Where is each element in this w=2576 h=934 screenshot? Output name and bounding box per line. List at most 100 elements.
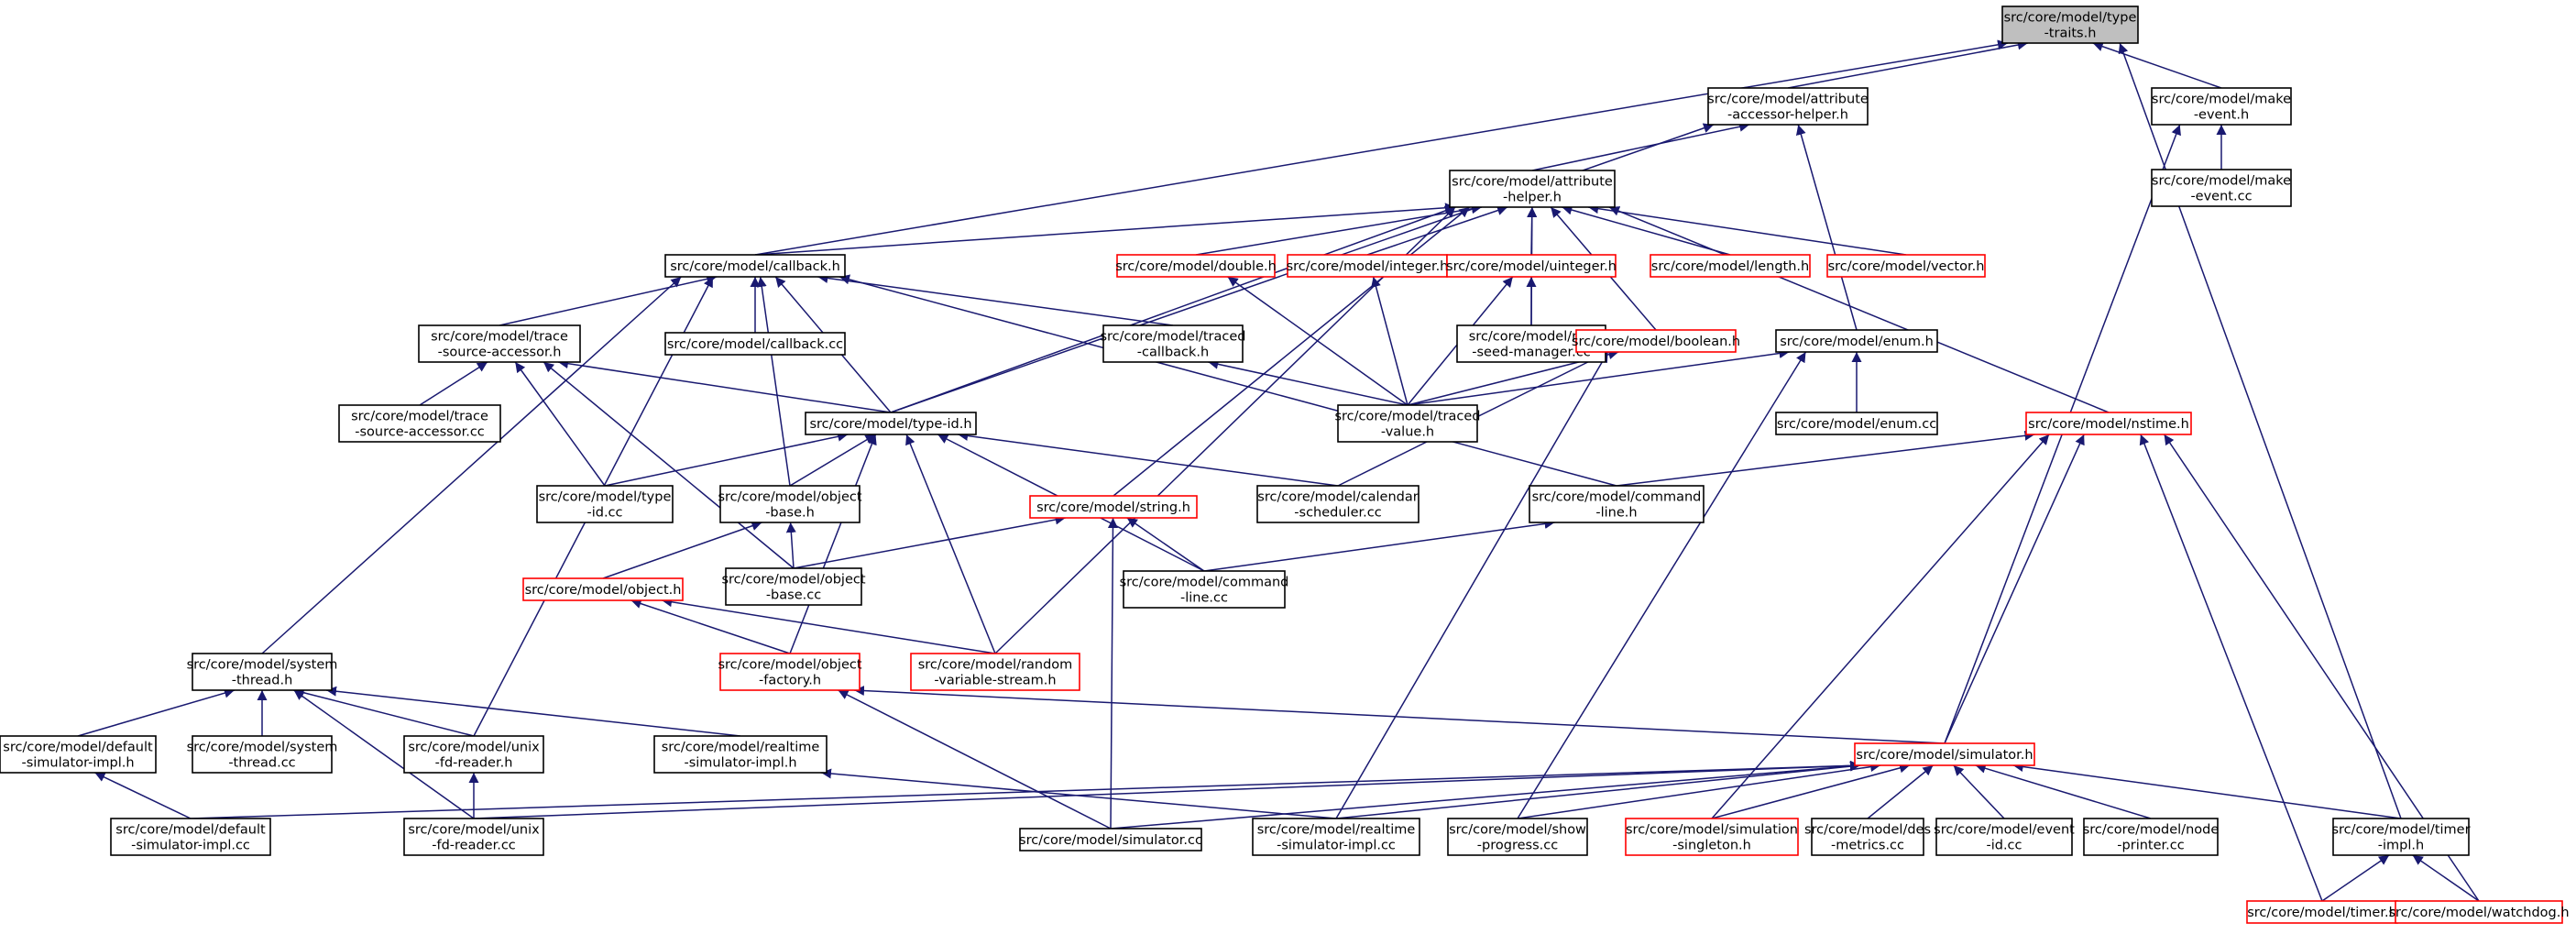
node-label: src/core/model/string.h	[1036, 500, 1190, 515]
edge-integer_h-to-attr_helper	[1366, 205, 1508, 256]
node-label: src/core/model/random	[918, 658, 1073, 673]
node-box	[2083, 818, 2219, 856]
node-label: src/core/model/system	[187, 658, 338, 673]
node-object-h[interactable]: src/core/model/object.h	[522, 577, 684, 601]
node-vector-h[interactable]: src/core/model/vector.h	[1826, 254, 1986, 278]
node-label: -id.cc	[586, 506, 622, 521]
node-make-event-cc[interactable]: src/core/model/make-event.cc	[2151, 169, 2292, 207]
node-label: src/core/model/rng	[1469, 330, 1594, 345]
edge-show_progress_cc-to-enum_h	[1517, 351, 1807, 819]
node-unix-fd-cc[interactable]: src/core/model/unix-fd-reader.cc	[403, 818, 544, 856]
node-label: src/core/model/unix	[408, 823, 540, 838]
node-label: src/core/model/type-id.h	[809, 417, 971, 432]
edge-realtime_impl_cc-to-boolean_h	[1335, 351, 1609, 819]
node-label: src/core/model/boolean.h	[1572, 335, 1740, 349]
node-make-event-h[interactable]: src/core/model/make-event.h	[2151, 87, 2292, 126]
node-box	[1650, 254, 1811, 278]
node-object-base-h[interactable]: src/core/model/object-base.h	[718, 485, 862, 523]
node-box	[2001, 5, 2139, 44]
node-trace-src-acc-h[interactable]: src/core/model/trace-source-accessor.h	[418, 324, 581, 363]
node-type-id-h[interactable]: src/core/model/type-id.h	[805, 412, 977, 435]
edge-simulator_h-to-object_factory_h	[853, 686, 1946, 744]
node-trace-src-acc-cc[interactable]: src/core/model/trace-source-accessor.cc	[338, 404, 501, 443]
node-sim-singleton-h[interactable]: src/core/model/simulation-singleton.h	[1625, 818, 1799, 856]
node-label: -source-accessor.cc	[355, 425, 485, 440]
node-label: src/core/model/make	[2152, 93, 2291, 107]
node-boolean-h[interactable]: src/core/model/boolean.h	[1572, 329, 1740, 353]
node-box	[1811, 818, 1924, 856]
node-box	[0, 735, 157, 774]
node-unix-fd-h[interactable]: src/core/model/unix-fd-reader.h	[403, 735, 544, 774]
nodes-layer: src/core/model/type-traits.hsrc/core/mod…	[0, 5, 2570, 924]
node-box	[1256, 485, 1420, 523]
node-watchdog-h[interactable]: src/core/model/watchdog.h	[2388, 900, 2570, 924]
node-system-thread-h[interactable]: src/core/model/system-thread.h	[187, 653, 338, 691]
node-box	[1935, 818, 2073, 856]
node-label: src/core/model/callback.h	[670, 259, 840, 274]
node-box	[719, 485, 860, 523]
node-label: -fd-reader.cc	[432, 839, 516, 853]
edge-type_id_cc-to-trace_src_acc_h	[514, 361, 606, 487]
edge-object_base_cc-to-string_h	[793, 514, 1066, 569]
node-show-progress-cc[interactable]: src/core/model/show-progress.cc	[1447, 818, 1588, 856]
node-box	[338, 404, 501, 443]
node-node-printer-cc[interactable]: src/core/model/node-printer.cc	[2083, 818, 2220, 856]
node-type-traits[interactable]: src/core/model/type-traits.h	[2001, 5, 2139, 44]
node-callback-h[interactable]: src/core/model/callback.h	[664, 254, 846, 278]
edge-object_base_h-to-callback_h	[756, 276, 791, 487]
node-callback-cc[interactable]: src/core/model/callback.cc	[664, 332, 846, 356]
node-box	[1019, 828, 1202, 852]
node-type-id-cc[interactable]: src/core/model/type-id.cc	[536, 485, 674, 523]
node-box	[2332, 818, 2470, 856]
node-box	[1707, 87, 1869, 126]
node-calendar-cc[interactable]: src/core/model/calendar-scheduler.cc	[1256, 485, 1420, 523]
edge-cmd_line_cc-to-string_h	[1126, 517, 1205, 572]
node-des-metrics-cc[interactable]: src/core/model/des-metrics.cc	[1804, 818, 1931, 856]
edge-system_thread_h-to-callback_h	[261, 276, 682, 654]
node-enum-h[interactable]: src/core/model/enum.h	[1775, 329, 1938, 353]
node-default-sim-impl-cc[interactable]: src/core/model/default-simulator-impl.cc	[110, 818, 271, 856]
node-realtime-impl-cc[interactable]: src/core/model/realtime-simulator-impl.c…	[1252, 818, 1420, 856]
edge-length_h-to-attr_helper	[1562, 204, 1731, 256]
node-realtime-impl-h[interactable]: src/core/model/realtime-simulator-impl.h	[653, 735, 828, 774]
node-timer-impl-h[interactable]: src/core/model/timer-impl.h	[2331, 818, 2471, 856]
node-attr-helper[interactable]: src/core/model/attribute-helper.h	[1449, 170, 1616, 208]
edge-attr_acc_helper-to-type_traits	[1787, 39, 2028, 89]
node-label: src/core/model/timer.h	[2247, 906, 2397, 920]
node-label: src/core/model/simulation	[1626, 823, 1798, 838]
node-enum-cc[interactable]: src/core/model/enum.cc	[1775, 412, 1938, 435]
edge-event_id_cc-to-simulator_h	[1953, 764, 2005, 819]
node-cmd-line-cc[interactable]: src/core/model/command-line.cc	[1120, 570, 1289, 609]
node-uinteger-h[interactable]: src/core/model/uinteger.h	[1446, 254, 1617, 278]
node-traced-value-h[interactable]: src/core/model/traced-value.h	[1334, 404, 1481, 443]
node-label: -source-accessor.h	[438, 346, 562, 360]
node-event-id-cc[interactable]: src/core/model/event-id.cc	[1934, 818, 2075, 856]
node-system-thread-cc[interactable]: src/core/model/system-thread.cc	[187, 735, 338, 774]
node-object-factory-h[interactable]: src/core/model/object-factory.h	[718, 653, 862, 691]
node-nstime-h[interactable]: src/core/model/nstime.h	[2025, 412, 2192, 435]
node-label: -variable-stream.h	[934, 674, 1056, 688]
node-traced-cb-h[interactable]: src/core/model/traced-callback.h	[1100, 324, 1246, 363]
node-length-h[interactable]: src/core/model/length.h	[1650, 254, 1811, 278]
edge-sim_singleton_h-to-simulator_h	[1711, 763, 1911, 819]
node-random-var-h[interactable]: src/core/model/random-variable-stream.h	[910, 653, 1080, 691]
node-cmd-line-h[interactable]: src/core/model/command-line.h	[1529, 485, 1705, 523]
node-timer-h[interactable]: src/core/model/timer.h	[2246, 900, 2398, 924]
edge-type_id_cc-to-type_id_h	[604, 431, 849, 487]
node-double-h[interactable]: src/core/model/double.h	[1115, 254, 1277, 278]
node-string-h[interactable]: src/core/model/string.h	[1029, 495, 1198, 519]
node-integer-h[interactable]: src/core/model/integer.h	[1287, 254, 1449, 278]
node-simulator-h[interactable]: src/core/model/simulator.h	[1854, 742, 2035, 766]
node-simulator-cc[interactable]: src/core/model/simulator.cc	[1019, 828, 1202, 852]
node-box	[1625, 818, 1799, 856]
node-attr-acc-helper[interactable]: src/core/model/attribute-accessor-helper…	[1707, 87, 1869, 126]
node-label: -base.h	[765, 506, 815, 521]
edge-enum_h-to-attr_acc_helper	[1795, 124, 1858, 331]
node-label: -line.h	[1595, 506, 1637, 521]
node-label: src/core/model/type	[2004, 11, 2137, 26]
node-object-base-cc[interactable]: src/core/model/object-base.cc	[721, 567, 866, 606]
node-label: src/core/model/attribute	[1707, 93, 1869, 107]
node-default-sim-impl-h[interactable]: src/core/model/default-simulator-impl.h	[0, 735, 157, 774]
node-label: src/core/model/integer.h	[1287, 259, 1449, 274]
